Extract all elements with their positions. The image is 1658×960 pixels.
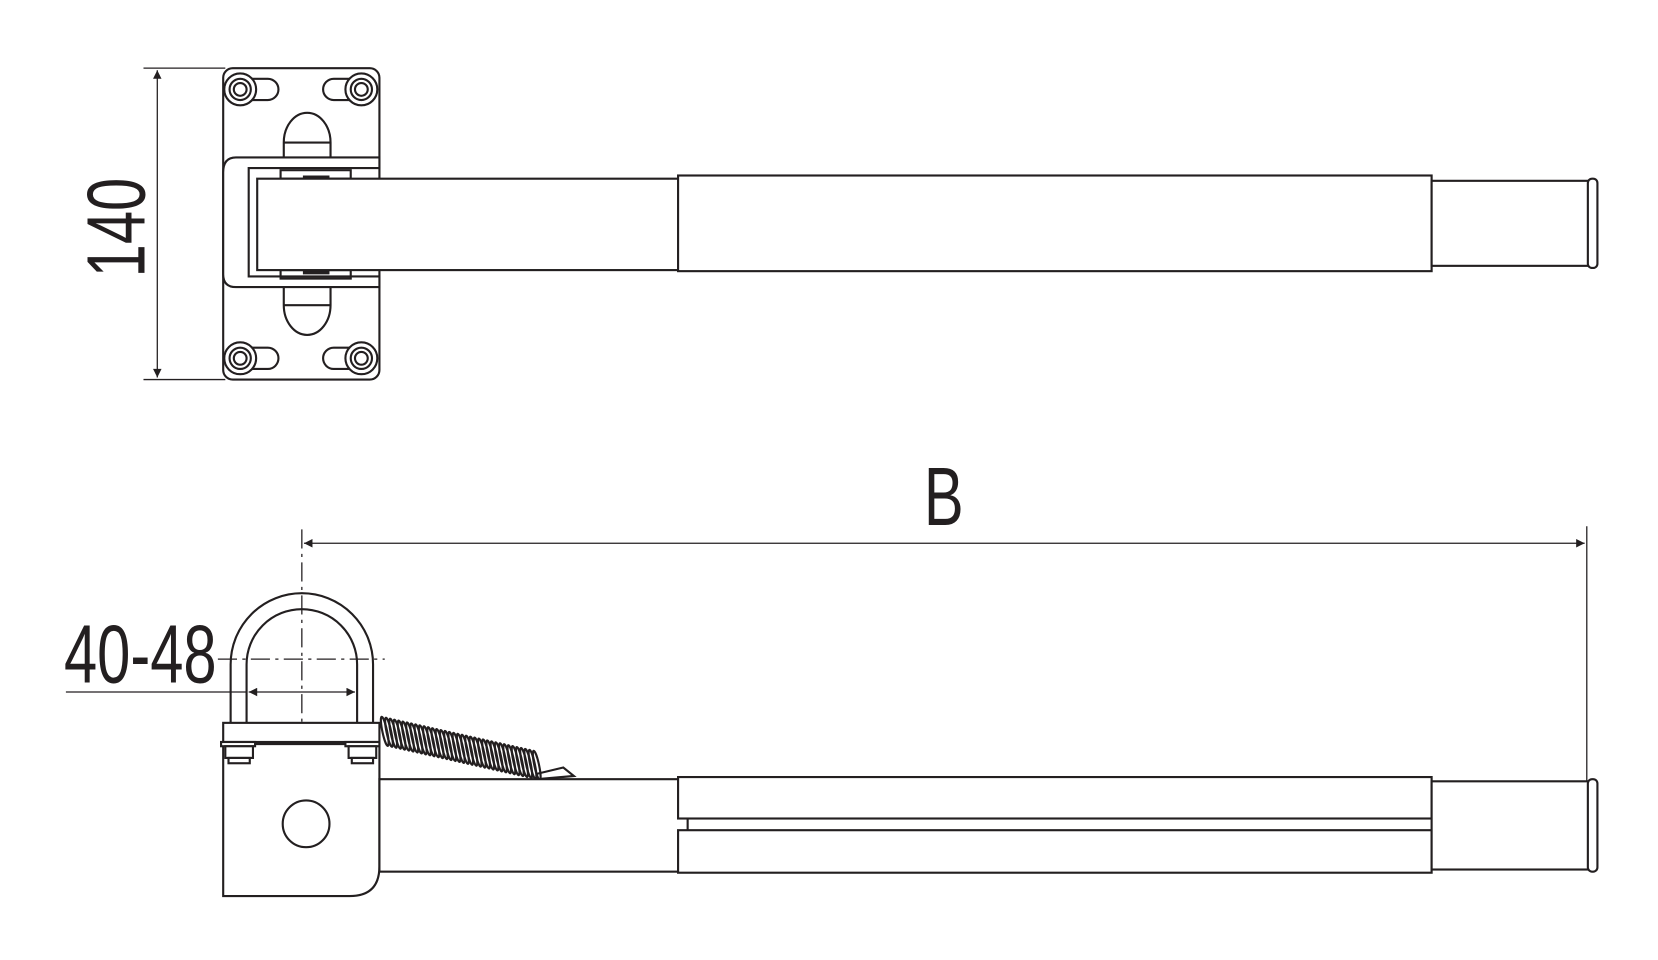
side-arm-end	[1430, 780, 1590, 871]
height-dimension-label: 140	[71, 178, 163, 278]
end-cap	[1586, 177, 1599, 270]
height-dimension: 140	[71, 67, 226, 381]
clamp-range-dimension: 40-48	[64, 609, 355, 701]
arm-end	[1430, 179, 1590, 267]
side-view: B 40-48	[64, 452, 1599, 898]
clamp-range-label: 40-48	[64, 609, 217, 701]
pivot-domes	[282, 111, 332, 336]
arm	[256, 177, 682, 272]
spring	[379, 715, 542, 781]
u-bolt	[229, 592, 375, 725]
pivot-hole	[281, 799, 331, 849]
length-dimension: B	[303, 452, 1588, 782]
grip-tube-lower	[677, 829, 1433, 874]
side-end-cap	[1586, 778, 1599, 873]
grip-tube	[677, 174, 1433, 273]
side-arm	[378, 778, 689, 873]
clamp-plate	[222, 721, 381, 744]
spring-hook	[536, 766, 577, 781]
bolt-nuts	[223, 72, 379, 376]
clamp-nuts	[220, 740, 381, 765]
grip-tube-upper	[677, 775, 1433, 820]
bracket-body	[222, 743, 381, 898]
top-view: 140	[71, 67, 1599, 381]
length-dimension-label: B	[924, 452, 964, 544]
